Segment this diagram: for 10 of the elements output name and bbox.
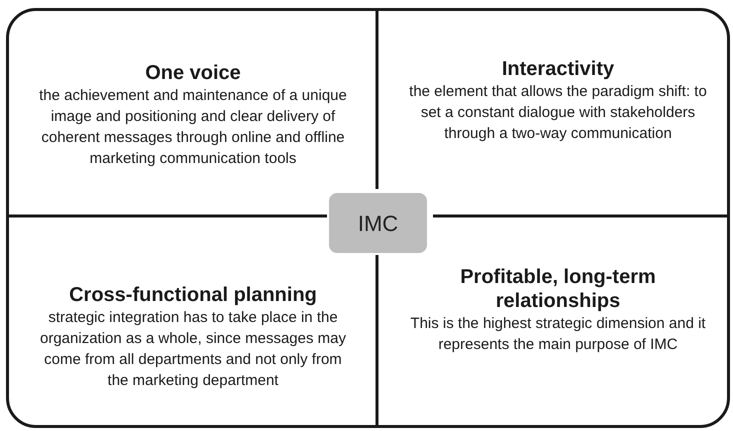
quadrant-description: This is the highest strategic dimension and it represents the main purpose of IMC [409,314,707,355]
center-label-box: IMC [329,193,427,253]
quadrant-description: strategic integration has to take place in the organization as a whole, since messages may come from all departments and not only from the marketing department [39,308,347,391]
quadrant-title: Cross-functional planning [68,283,318,307]
quadrant-title: Profitable, long-term relationships [459,265,657,313]
frame-box [6,8,730,428]
quadrant-title: Interactivity [500,57,616,81]
quadrant-description: the element that allows the paradigm shift: to set a constant dialogue with stakeholders through a two-way communication [408,82,708,144]
quadrant-description: the achievement and maintenance of a unique image and positioning and clear delivery of coherent messages through online and offline marketing communication tools [38,86,348,169]
quadrant-title: One voice [144,61,242,85]
